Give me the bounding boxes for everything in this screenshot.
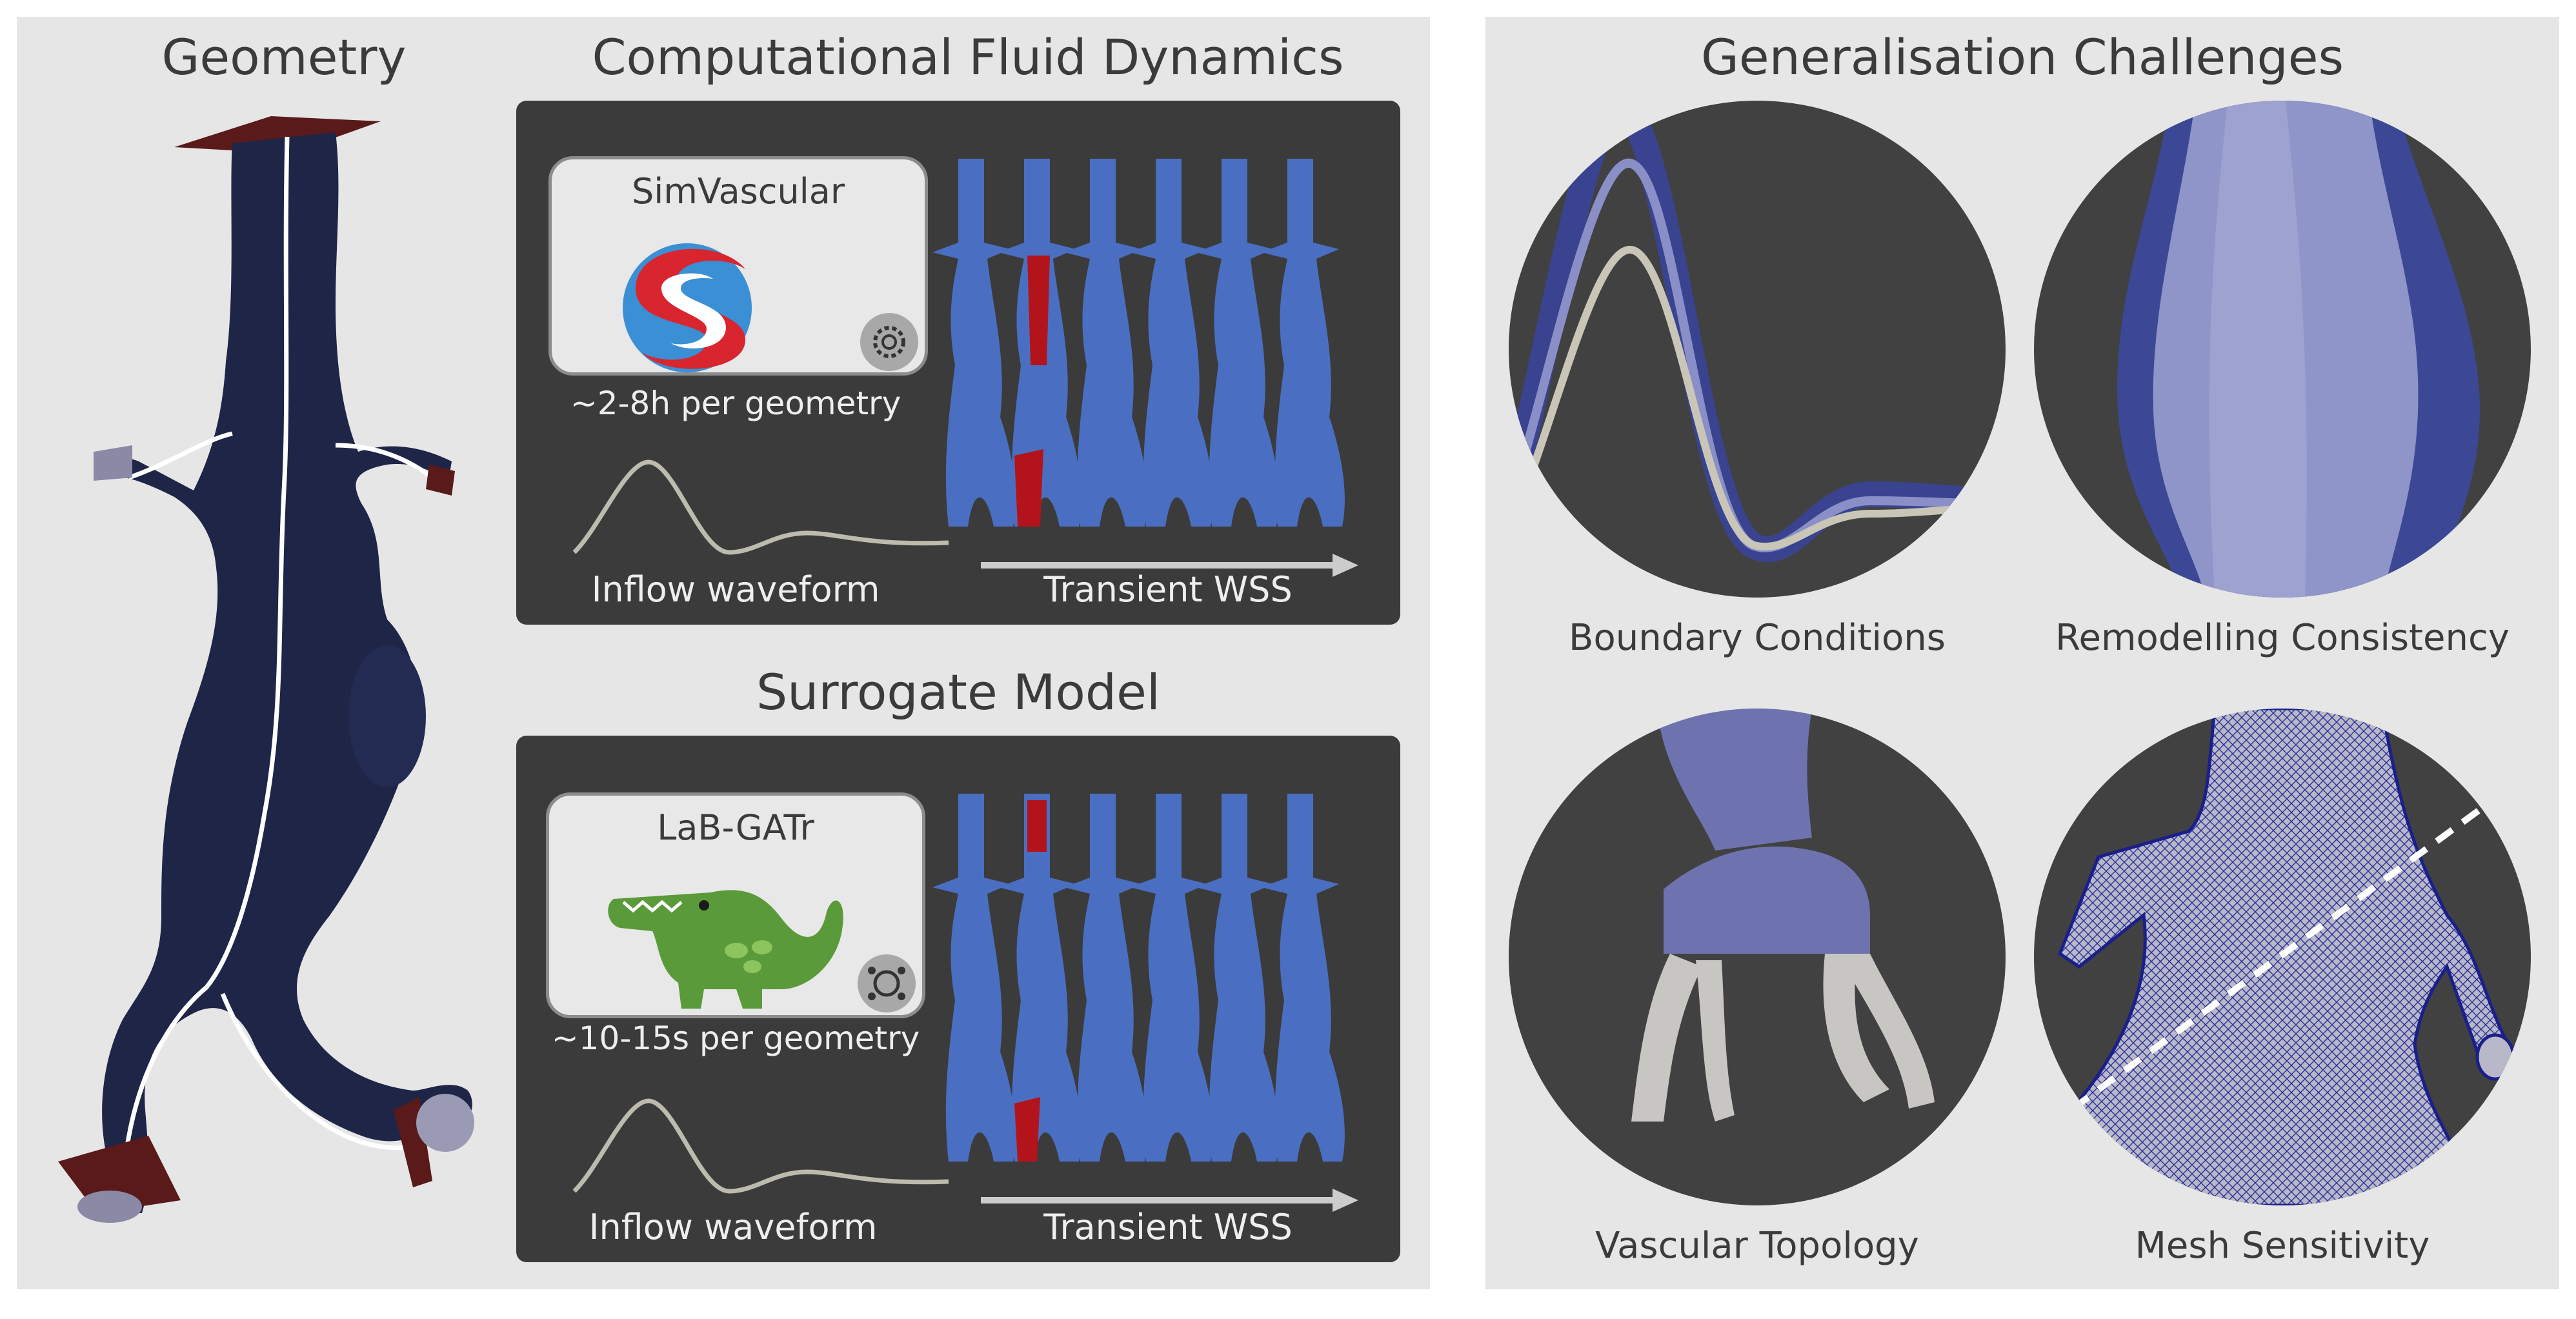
challenge-label-mesh: Mesh Sensitivity <box>2135 1225 2430 1267</box>
challenge-label-topology: Vascular Topology <box>1595 1225 1919 1267</box>
wss-hotspot <box>1014 256 1050 527</box>
cfd-waveform-label: Inflow waveform <box>591 569 880 610</box>
wss-vessel-render <box>998 794 1082 1162</box>
wss-vessel-render <box>1064 159 1147 527</box>
vascular-topology-illustration <box>1509 709 2006 1205</box>
cfd-title: Computational Fluid Dynamics <box>592 28 1344 86</box>
wss-vessel-render <box>1262 794 1345 1162</box>
wss-vessel-render <box>998 159 1082 527</box>
remodelling-consistency-illustration <box>2034 101 2531 598</box>
simvascular-card: SimVascular <box>548 156 928 376</box>
wss-vessel-render <box>1262 159 1345 527</box>
geometry-title: Geometry <box>161 28 407 86</box>
wss-vessel-render <box>1130 794 1213 1162</box>
cfd-wss-vessel-strip <box>932 159 1345 527</box>
mesh-sensitivity-illustration <box>2034 709 2531 1205</box>
surrogate-title: Surrogate Model <box>756 663 1161 721</box>
surrogate-box: LaB-GATr ~10-15s per geometry Inflow wav… <box>516 736 1400 1262</box>
cfd-wss-label: Transient WSS <box>1043 569 1293 610</box>
wss-vessel-render <box>1196 794 1279 1162</box>
surrogate-wss-label: Transient WSS <box>1043 1207 1293 1247</box>
wss-vessel-render <box>1064 794 1147 1162</box>
surrogate-wss-vessel-strip <box>932 794 1345 1162</box>
wss-vessel-render <box>932 159 1016 527</box>
network-icon <box>858 954 916 1012</box>
simvascular-name: SimVascular <box>631 171 845 212</box>
lab-gatr-name: LaB-GATr <box>657 807 814 848</box>
surrogate-time-text: ~10-15s per geometry <box>551 1020 920 1057</box>
cfd-time-text: ~2-8h per geometry <box>570 385 901 422</box>
wss-vessel-render <box>1196 159 1279 527</box>
challenge-label-remodelling: Remodelling Consistency <box>2055 617 2510 659</box>
boundary-conditions-illustration <box>1509 101 2006 598</box>
lab-gatr-card: LaB-GATr <box>546 792 925 1018</box>
challenge-label-boundary: Boundary Conditions <box>1569 617 1946 659</box>
gear-icon <box>860 313 918 371</box>
surrogate-waveform-label: Inflow waveform <box>589 1207 878 1247</box>
wss-vessel-render <box>1130 159 1213 527</box>
cfd-box: SimVascular ~2-8h per geometry Inflow wa… <box>516 101 1400 625</box>
challenges-title: Generalisation Challenges <box>1700 28 2344 86</box>
wss-hotspot <box>1014 800 1047 1162</box>
wss-vessel-render <box>932 794 1016 1162</box>
